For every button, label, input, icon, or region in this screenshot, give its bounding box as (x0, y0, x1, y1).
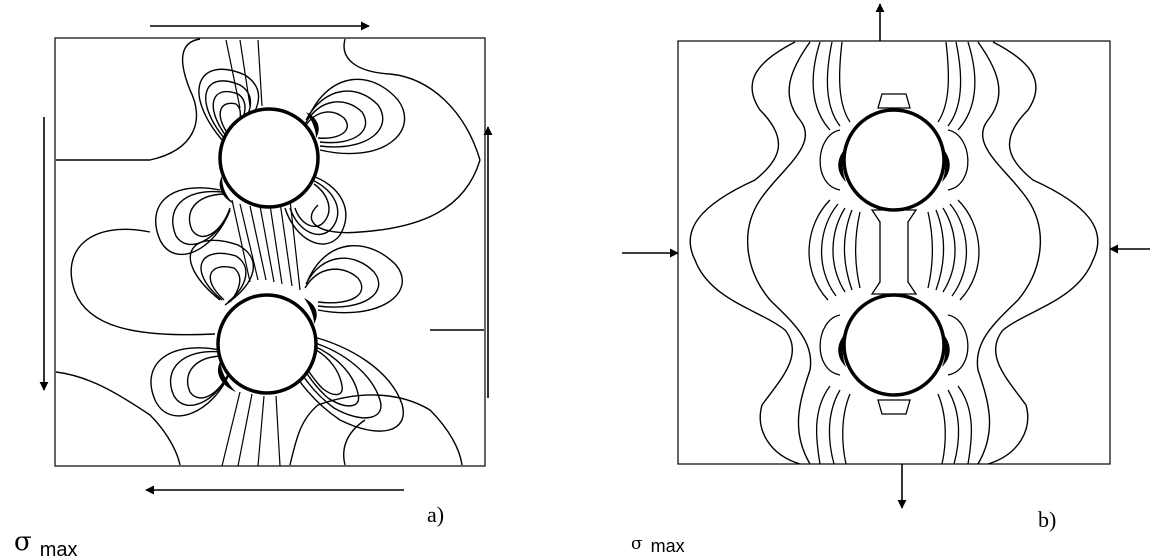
panel-a-frame (54, 37, 486, 467)
panel-b-outer-contours (689, 41, 1099, 465)
panel-a-upper-inclusion (218, 107, 320, 209)
panel-a-upper-lobes (155, 68, 406, 256)
panel-b-lower-inclusion (842, 293, 946, 397)
panel-b-stress-concentrations (838, 150, 950, 367)
panel-a: a) σ max (14, 21, 493, 559)
panel-a-dense-lines (221, 39, 301, 467)
panel-b-load-arrows (622, 3, 1150, 509)
panel-b-label: b) (1038, 507, 1056, 532)
panel-b-inner-contours (808, 41, 980, 465)
legend-a-symbol: σ (14, 527, 32, 557)
panel-b: b) σ max (622, 3, 1150, 556)
panel-b-legend: σ max (631, 534, 685, 556)
legend-b-subscript: max (651, 536, 685, 556)
panel-a-load-arrows (39, 21, 493, 495)
panel-a-lower-lobes (150, 239, 404, 432)
panel-a-label: a) (427, 502, 444, 527)
panel-a-stress-concentrations (217, 112, 319, 392)
legend-b-symbol: σ (631, 534, 643, 554)
panel-a-contours (55, 38, 484, 466)
panel-a-legend: σ max (14, 527, 78, 559)
panel-b-upper-inclusion (842, 108, 946, 212)
panel-a-lower-inclusion (216, 293, 318, 395)
legend-a-subscript: max (40, 539, 78, 559)
